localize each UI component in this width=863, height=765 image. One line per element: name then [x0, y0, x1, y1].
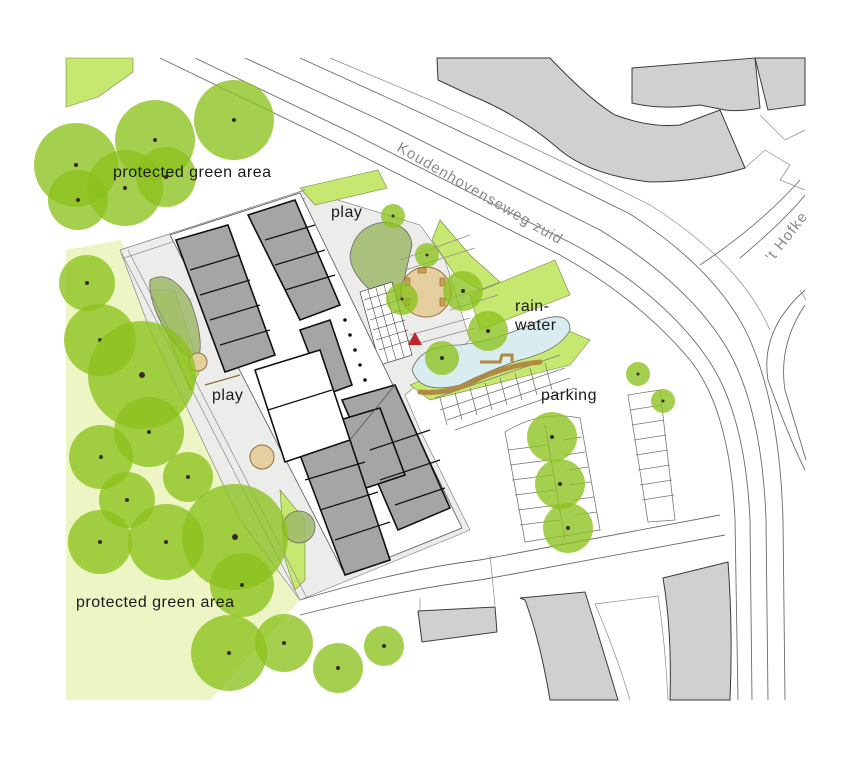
- tree: [88, 321, 196, 429]
- tree: [651, 389, 675, 413]
- neighbour-buildings-north: [436, 57, 806, 191]
- tree: [535, 459, 585, 509]
- road-koudenhovenseweg-zuid: [159, 57, 786, 701]
- label-rainwater-line1: rain-: [515, 298, 550, 315]
- tree: [468, 311, 508, 351]
- tree: [381, 204, 405, 228]
- school-building: [169, 192, 463, 577]
- tree: [313, 643, 363, 693]
- neighbour-buildings-south: [417, 561, 732, 701]
- tree: [527, 412, 577, 462]
- tree: [255, 614, 313, 672]
- tree: [626, 362, 650, 386]
- tree: [69, 425, 133, 489]
- tree: [48, 170, 108, 230]
- tree: [425, 341, 459, 375]
- tree: [210, 553, 274, 617]
- tree: [194, 80, 274, 160]
- label-protected-green-area-north: protected green area: [113, 164, 272, 181]
- tree: [163, 452, 213, 502]
- tree: [415, 243, 439, 267]
- label-play-west: play: [212, 387, 244, 404]
- road-t-hofke: [699, 179, 807, 471]
- trees: [34, 80, 675, 693]
- label-rainwater-line2: water: [515, 317, 557, 334]
- entrance-marker-icon: [408, 332, 422, 345]
- tree: [543, 503, 593, 553]
- entrance-grid-paving: [359, 281, 413, 366]
- tree: [364, 626, 404, 666]
- tree: [68, 510, 132, 574]
- label-parking: parking: [541, 387, 597, 404]
- tree: [443, 271, 483, 311]
- label-play-north: play: [331, 204, 363, 221]
- tree: [386, 283, 418, 315]
- tree: [191, 615, 267, 691]
- tree: [59, 255, 115, 311]
- label-protected-green-area-south: protected green area: [76, 594, 235, 611]
- access-road-south: [299, 514, 726, 616]
